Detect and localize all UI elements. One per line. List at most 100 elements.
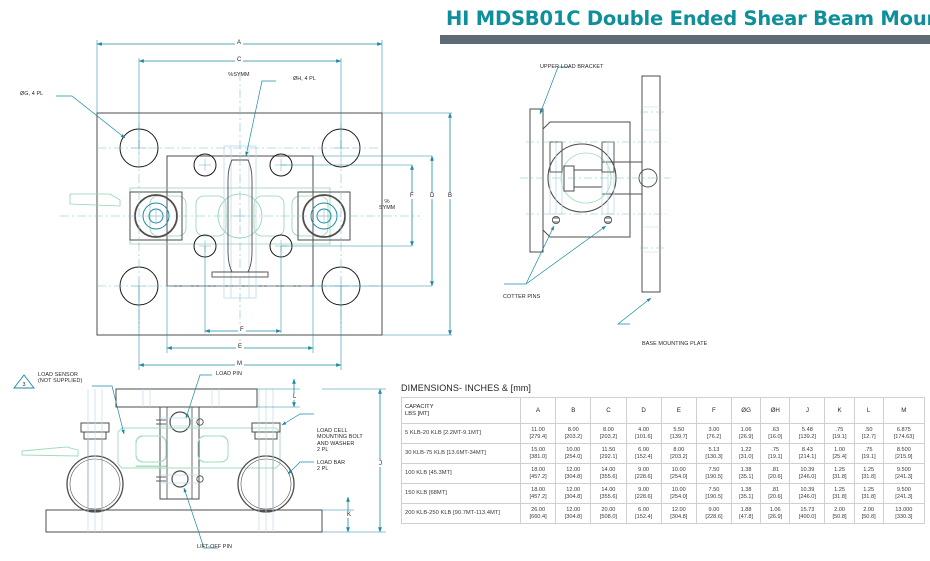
table-cell-m: 9.500[241.3]	[882, 483, 926, 504]
value-mm: [203.2]	[599, 433, 617, 440]
table-cell-b: 10.00[254.0]	[555, 443, 592, 464]
value-inches: 8.43	[801, 446, 813, 453]
value-inches: 10.00	[566, 446, 581, 453]
table-cell-k: 1.25[31.8]	[824, 463, 855, 484]
front-view-callout-mounting-bolt: LOAD CELL MOUNTING BOLT AND WASHER 2 PL	[317, 428, 363, 454]
value-mm: [31.8]	[861, 473, 876, 480]
value-inches: 6.00	[638, 506, 650, 513]
table-cell-f: 5.13[130.3]	[695, 443, 733, 464]
value-mm: [50.8]	[861, 513, 876, 520]
value-mm: [31.8]	[832, 493, 847, 500]
value-mm: [190.5]	[705, 493, 723, 500]
table-cell-b: 12.00[304.8]	[555, 503, 592, 524]
table-row: 150 KLB [68MT]18.00[457.2]12.00[304.8]14…	[401, 483, 926, 504]
side-view-drawing	[504, 66, 670, 325]
table-cell-øh: .81[20.6]	[760, 463, 791, 484]
value-inches: 5.13	[708, 446, 720, 453]
value-inches: 1.88	[740, 506, 752, 513]
table-cell-m: 8.500[215.9]	[882, 443, 926, 464]
value-inches: 14.00	[601, 486, 616, 493]
value-mm: [35.1]	[739, 473, 754, 480]
table-cell-e: 12.00[304.8]	[660, 503, 697, 524]
top-view-callout-oh: ØH, 4 PL	[293, 76, 316, 82]
table-cell-b: 12.00[304.8]	[555, 463, 592, 484]
value-mm: [400.0]	[798, 513, 816, 520]
table-header-c: C	[590, 397, 627, 424]
table-title: DIMENSIONS- INCHES & [mm]	[401, 383, 532, 393]
table-cell-j: 10.39[246.0]	[789, 463, 826, 484]
table-cell-k: 2.00[50.8]	[824, 503, 855, 524]
table-body: 5 KLB-20 KLB [2.2MT-9.1MT]11.00[279.4]8.…	[401, 423, 926, 524]
value-mm: [241.3]	[895, 473, 913, 480]
value-inches: 20.00	[601, 506, 616, 513]
value-mm: [304.8]	[670, 513, 688, 520]
front-view-callout-load-pin: LOAD PIN	[216, 371, 242, 377]
value-inches: 12.00	[566, 466, 581, 473]
dim-label-m-bottom: M	[235, 361, 244, 367]
value-mm: [292.1]	[599, 453, 617, 460]
table-header-f: F	[695, 397, 733, 424]
value-inches: 13.000	[895, 506, 913, 513]
value-mm: [35.1]	[739, 493, 754, 500]
value-inches: 1.25	[834, 466, 845, 473]
value-inches: .75	[771, 446, 780, 453]
table-header-oh: ØH	[760, 397, 791, 424]
value-inches: 8.00	[602, 426, 614, 433]
value-inches: 9.500	[896, 466, 911, 473]
value-mm: [660.4]	[529, 513, 547, 520]
table-cell-a: 18.00[457.2]	[519, 463, 557, 484]
value-inches: 10.00	[671, 486, 686, 493]
value-mm: [254.0]	[670, 473, 688, 480]
value-mm: [20.6]	[768, 493, 783, 500]
dimensions-table: CAPACITY LBS [MT] A B C D E F ØG ØH J K …	[401, 397, 926, 524]
table-cell-l: .50[12.7]	[853, 423, 884, 444]
value-inches: 5.48	[801, 426, 813, 433]
table-cell-l: 1.25[31.8]	[853, 463, 884, 484]
value-mm: [241.3]	[895, 493, 913, 500]
value-inches: 6.875	[896, 426, 911, 433]
value-inches: .81	[771, 466, 780, 473]
value-mm: [31.8]	[832, 473, 847, 480]
front-view-callout-load-bar: LOAD BAR 2 PL	[317, 460, 346, 473]
dim-label-f-right: F	[408, 193, 416, 199]
value-inches: 26.00	[531, 506, 546, 513]
table-cell-j: 5.48[139.2]	[789, 423, 826, 444]
value-mm: [215.9]	[895, 453, 913, 460]
page-header: HI MDSB01C Double Ended Shear Beam Mount	[440, 6, 930, 52]
side-view-callout-base-mounting-plate: BASE MOUNTING PLATE	[642, 341, 708, 347]
table-cell-e: 10.00[254.0]	[660, 463, 697, 484]
top-view-callout-og: ØG, 4 PL	[20, 91, 44, 97]
front-elevation-drawing: 3	[13, 374, 386, 549]
value-inches: 14.00	[601, 466, 616, 473]
value-mm: [50.8]	[832, 513, 847, 520]
value-mm: [190.5]	[705, 473, 723, 480]
value-mm: [19.1]	[832, 433, 847, 440]
value-mm: [152.4]	[635, 453, 653, 460]
value-mm: [203.2]	[670, 453, 688, 460]
table-cell-l: 1.25[31.8]	[853, 483, 884, 504]
table-cell-f: 7.50[190.5]	[695, 483, 733, 504]
table-cell-øg: 1.88[47.8]	[731, 503, 762, 524]
table-cell-d: 9.00[228.6]	[625, 463, 662, 484]
value-inches: 5.50	[673, 426, 685, 433]
value-inches: 1.22	[740, 446, 752, 453]
value-inches: 8.00	[567, 426, 579, 433]
value-inches: .81	[771, 486, 780, 493]
table-cell-øh: .75[19.1]	[760, 443, 791, 464]
table-cell-f: 9.00[228.6]	[695, 503, 733, 524]
table-cell-a: 26.00[660.4]	[519, 503, 557, 524]
table-cell-j: 8.43[214.1]	[789, 443, 826, 464]
value-inches: 12.00	[566, 486, 581, 493]
value-mm: [254.0]	[670, 493, 688, 500]
table-cell-c: 20.00[508.0]	[590, 503, 627, 524]
table-cell-l: 2.00[50.8]	[853, 503, 884, 524]
dim-label-e-bottom: E	[236, 344, 245, 350]
value-inches: 1.25	[834, 486, 845, 493]
front-view-callout-load-sensor: LOAD SENSOR (NOT SUPPLIED)	[38, 372, 83, 385]
table-row: 5 KLB-20 KLB [2.2MT-9.1MT]11.00[279.4]8.…	[401, 423, 926, 444]
table-cell-capacity: 5 KLB-20 KLB [2.2MT-9.1MT]	[401, 423, 521, 444]
value-inches: 2.00	[863, 506, 875, 513]
table-cell-b: 12.00[304.8]	[555, 483, 592, 504]
table-row: 200 KLB-250 KLB [90.7MT-113.4MT]26.00[66…	[401, 503, 926, 524]
value-mm: [31.0]	[739, 453, 754, 460]
